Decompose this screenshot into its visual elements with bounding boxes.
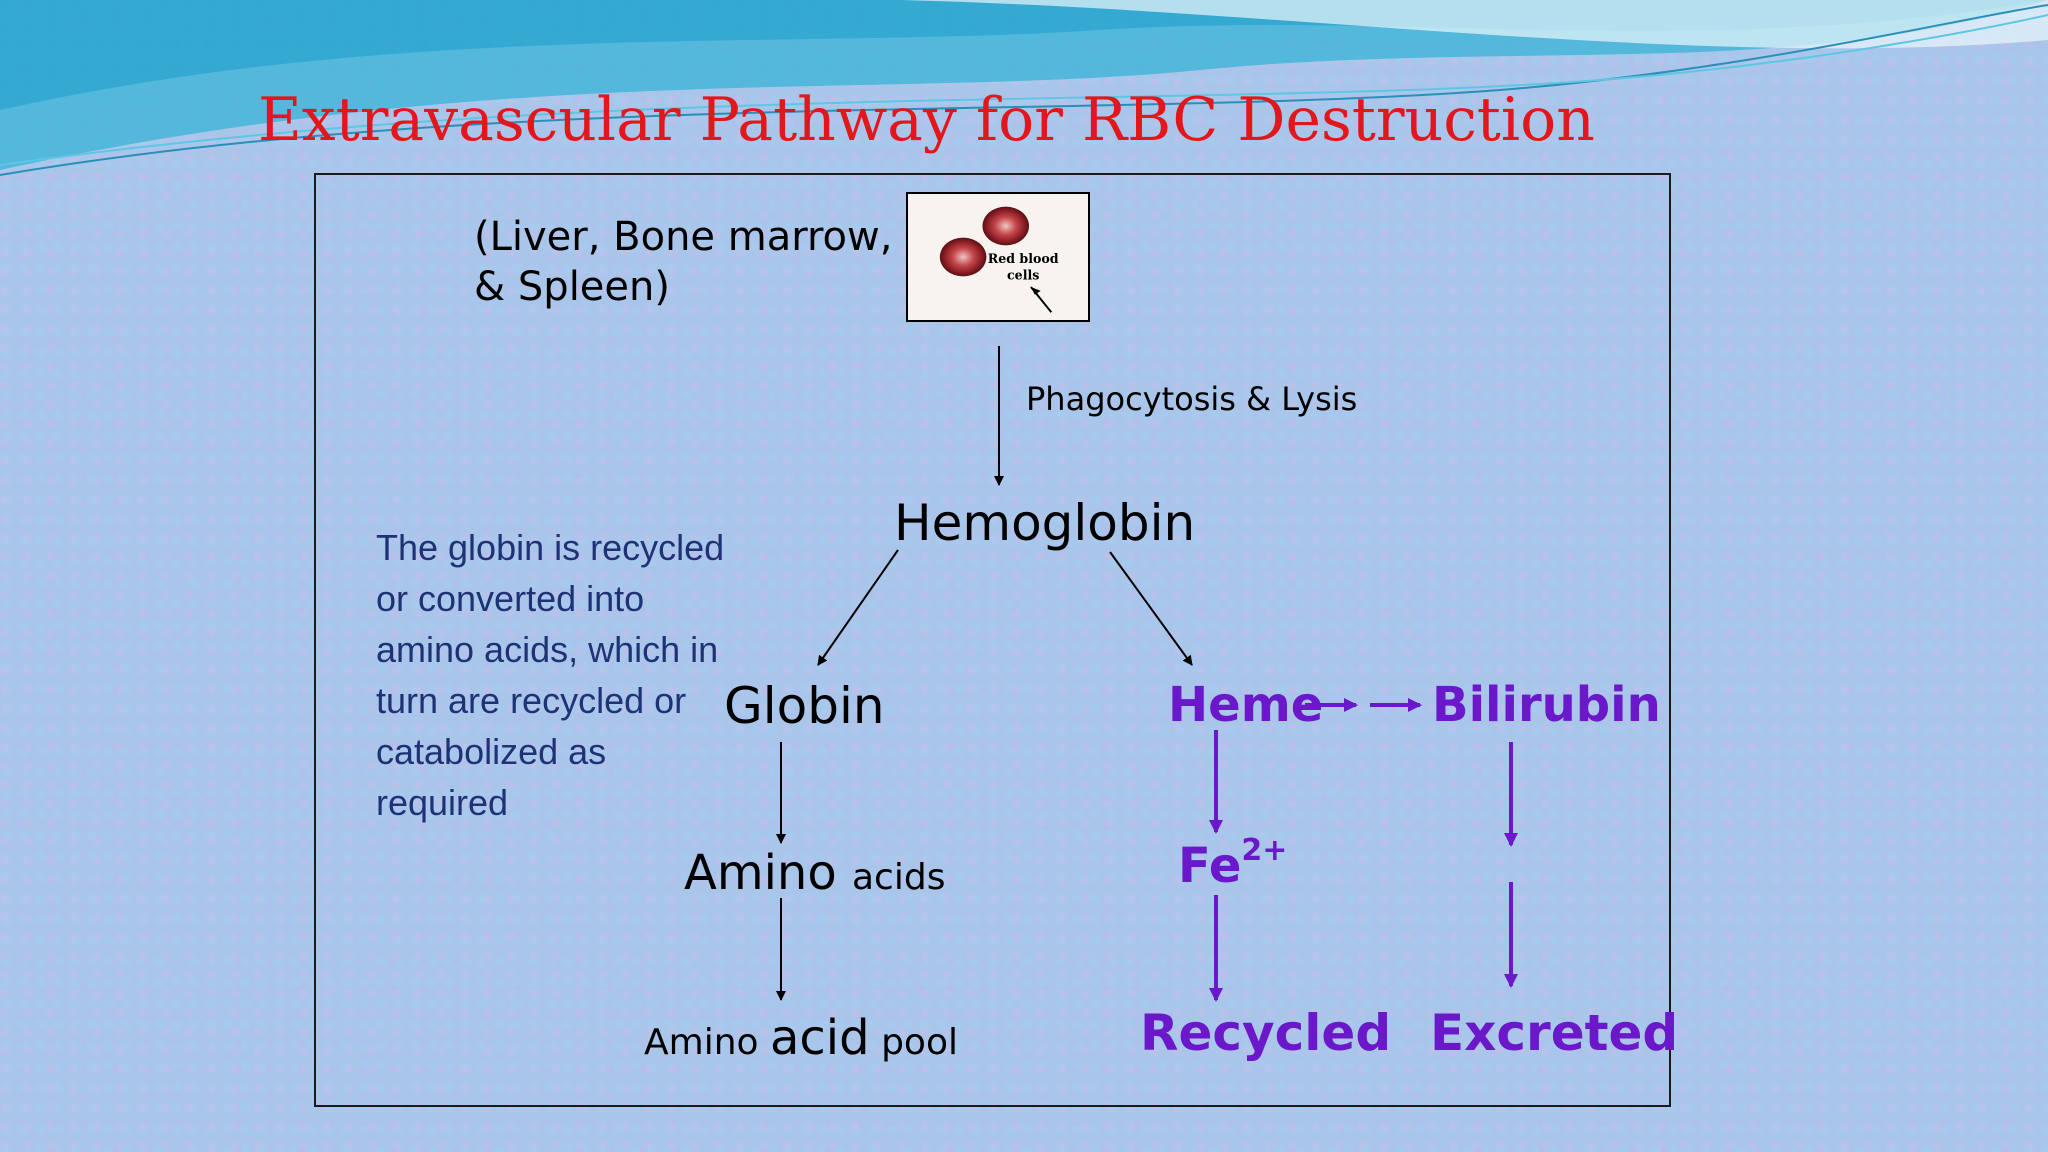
arrow-hemoglobin-to-globin (817, 549, 899, 666)
amino-acid-pool-node: Amino acid pool (644, 1010, 958, 1066)
iron-charge: 2+ (1241, 833, 1288, 868)
amino-acids-main: Amino (684, 845, 837, 901)
phagocytosis-label: Phagocytosis & Lysis (1026, 380, 1358, 418)
organ-sites-line-1: (Liver, Bone marrow, (474, 214, 893, 260)
globin-node: Globin (724, 677, 885, 735)
header-wave-decoration (0, 0, 2048, 176)
recycled-node: Recycled (1140, 1004, 1392, 1062)
iron-symbol: Fe (1178, 838, 1242, 894)
heme-node: Heme (1168, 677, 1324, 733)
iron-node: Fe2+ (1178, 836, 1287, 895)
excreted-node: Excreted (1430, 1004, 1679, 1062)
rbc-label-line-1: Red blood (988, 251, 1059, 266)
red-blood-cell-icon: Red blood cells (939, 206, 1059, 313)
organ-sites-label: (Liver, Bone marrow, & Spleen) (474, 212, 892, 312)
pool-part-1: Amino (644, 1022, 759, 1063)
organ-sites-line-2: & Spleen) (474, 264, 670, 310)
pool-part-3: pool (881, 1022, 958, 1063)
hemoglobin-node: Hemoglobin (894, 494, 1196, 552)
red-blood-cells-image: Red blood cells (906, 192, 1090, 322)
bilirubin-node: Bilirubin (1432, 677, 1661, 733)
arrow-hemoglobin-to-heme (1109, 551, 1193, 666)
amino-acids-node: Amino acids (684, 845, 945, 901)
globin-description: The globin is recycled or converted into… (376, 527, 725, 823)
diagram-frame (314, 173, 1671, 1107)
rbc-label-line-2: cells (1007, 267, 1039, 282)
amino-acids-small: acids (851, 857, 946, 898)
slide-title: Extravascular Pathway for RBC Destructio… (258, 85, 1595, 155)
pool-part-2: acid (770, 1010, 870, 1066)
